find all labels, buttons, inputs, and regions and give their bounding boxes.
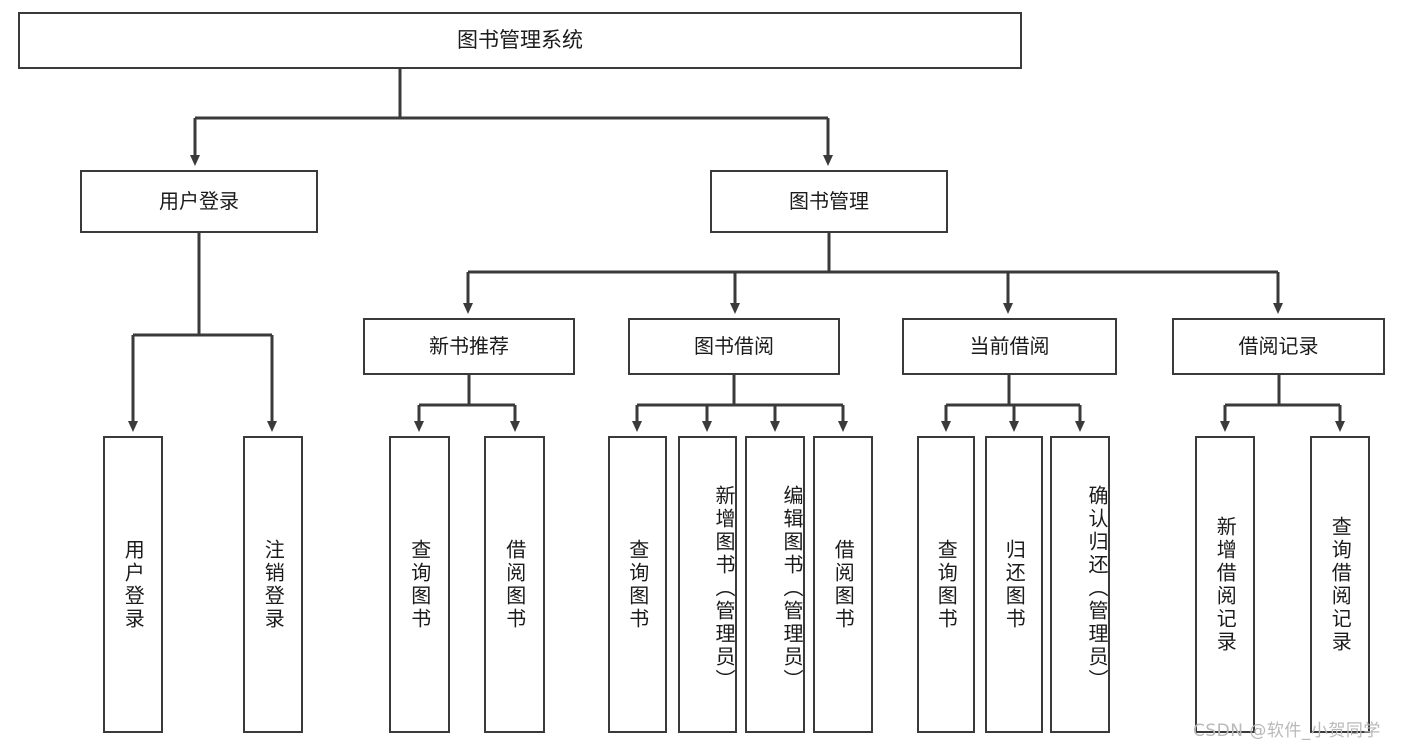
node-new-book-recommend-label: 新书推荐 — [429, 334, 509, 359]
node-current-borrow-label: 当前借阅 — [969, 334, 1050, 359]
leaf-borrow-book-label: 借阅图书 — [831, 538, 856, 631]
leaf-query-book-borrow-label: 查询图书 — [625, 538, 650, 631]
leaf-borrow-book-newbook[interactable]: 借阅图书 — [484, 436, 545, 733]
leaf-edit-book-admin-label: 编辑图书（管理员） — [780, 485, 804, 692]
leaf-query-borrow-record-label: 查询借阅记录 — [1328, 515, 1353, 654]
leaf-borrow-book[interactable]: 借阅图书 — [813, 436, 873, 733]
leaf-query-book-newbook[interactable]: 查询图书 — [389, 436, 450, 733]
node-new-book-recommend[interactable]: 新书推荐 — [363, 318, 575, 375]
node-borrow-record-label: 借阅记录 — [1238, 334, 1319, 359]
leaf-return-book[interactable]: 归还图书 — [985, 436, 1043, 733]
node-user-login[interactable]: 用户登录 — [80, 170, 318, 233]
leaf-confirm-return-admin-label: 确认归还（管理员） — [1085, 485, 1109, 692]
leaf-confirm-return-admin[interactable]: 确认归还（管理员） — [1050, 436, 1110, 733]
leaf-logout-label: 注销登录 — [261, 538, 286, 631]
node-book-borrow[interactable]: 图书借阅 — [628, 318, 840, 375]
leaf-logout[interactable]: 注销登录 — [243, 436, 303, 733]
leaf-add-book-admin[interactable]: 新增图书（管理员） — [678, 436, 737, 733]
node-root-label: 图书管理系统 — [457, 27, 583, 52]
leaf-edit-book-admin[interactable]: 编辑图书（管理员） — [745, 436, 805, 733]
leaf-add-borrow-record-label: 新增借阅记录 — [1213, 515, 1238, 654]
leaf-user-login-label: 用户登录 — [121, 538, 146, 631]
node-book-management[interactable]: 图书管理 — [710, 170, 948, 233]
leaf-user-login[interactable]: 用户登录 — [103, 436, 163, 733]
node-root[interactable]: 图书管理系统 — [18, 12, 1022, 69]
node-current-borrow[interactable]: 当前借阅 — [902, 318, 1117, 375]
leaf-query-book-current[interactable]: 查询图书 — [917, 436, 975, 733]
node-user-login-label: 用户登录 — [159, 189, 239, 214]
leaf-add-borrow-record[interactable]: 新增借阅记录 — [1195, 436, 1255, 733]
node-book-borrow-label: 图书借阅 — [694, 334, 774, 359]
watermark: CSDN @软件_小贺同学 — [1193, 721, 1381, 741]
node-borrow-record[interactable]: 借阅记录 — [1172, 318, 1385, 375]
leaf-return-book-label: 归还图书 — [1002, 538, 1027, 631]
node-book-management-label: 图书管理 — [789, 189, 869, 214]
leaf-borrow-book-newbook-label: 借阅图书 — [502, 538, 527, 631]
leaf-query-book-borrow[interactable]: 查询图书 — [608, 436, 667, 733]
leaf-query-borrow-record[interactable]: 查询借阅记录 — [1310, 436, 1370, 733]
leaf-query-book-newbook-label: 查询图书 — [407, 538, 432, 631]
leaf-add-book-admin-label: 新增图书（管理员） — [712, 485, 736, 692]
leaf-query-book-current-label: 查询图书 — [934, 538, 959, 631]
